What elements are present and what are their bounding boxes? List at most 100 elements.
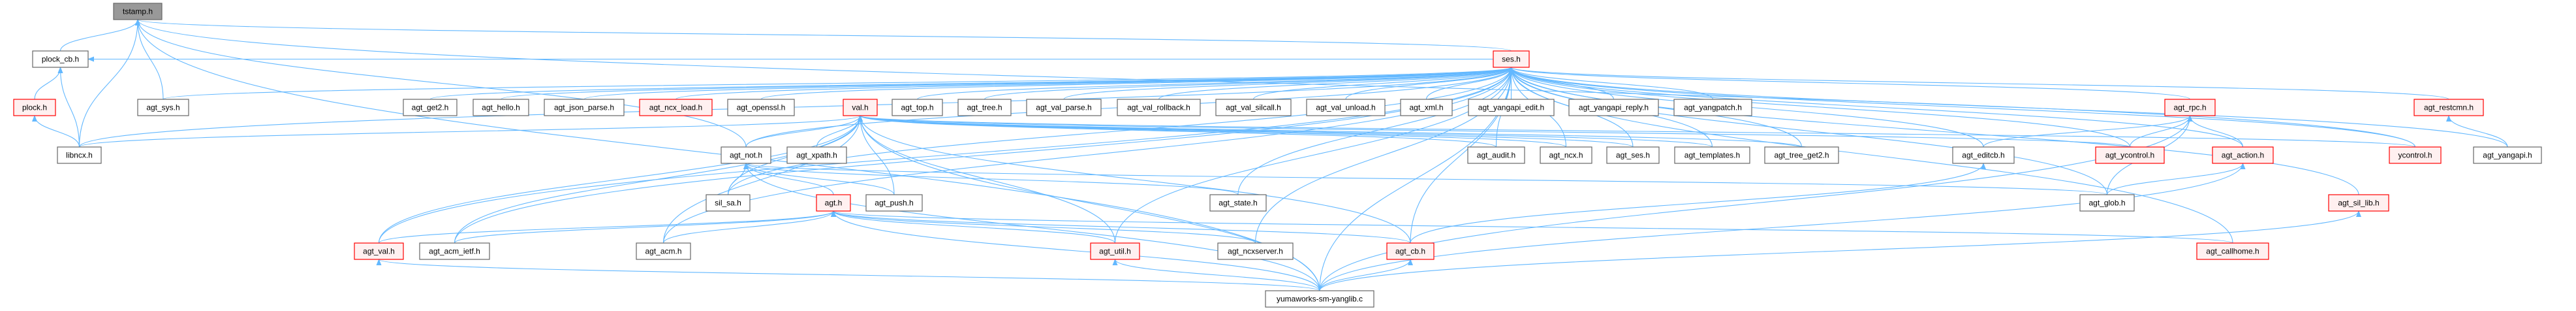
edge-plock-to-plock_cb <box>34 67 63 100</box>
edge-agt_ycontrol-to-ses <box>1508 67 2131 148</box>
node-label: agt_glob.h <box>2088 199 2125 208</box>
edge-agt_push-to-agt_not <box>743 163 895 195</box>
edge-agt_glob-to-agt_action <box>2106 163 2246 195</box>
node-box <box>721 146 771 164</box>
node-agt-ycontrol[interactable]: agt_ycontrol.h <box>2095 146 2165 164</box>
edge-agt_top-to-ses <box>916 67 1514 100</box>
node-box <box>957 99 1012 116</box>
node-libncx[interactable]: libncx.h <box>57 146 102 164</box>
edge-agt_xml-to-ses <box>1425 67 1514 100</box>
edge-agt_tree_get2-to-val <box>858 115 1803 148</box>
node-agt-acm-ietf[interactable]: agt_acm_ietf.h <box>419 242 490 260</box>
edge-libncx-to-tstamp <box>78 19 140 148</box>
node-box <box>13 99 56 116</box>
node-plock-cb[interactable]: plock_cb.h <box>32 50 89 68</box>
node-box <box>1952 146 2015 164</box>
node-agt-state[interactable]: agt_state.h <box>1209 194 1267 212</box>
node-label: agt_json_parse.h <box>554 103 614 112</box>
node-agt-openssl[interactable]: agt_openssl.h <box>727 99 795 116</box>
node-agt-ncxserver[interactable]: agt_ncxserver.h <box>1217 242 1294 260</box>
node-box <box>1306 99 1386 116</box>
node-agt-val-unload[interactable]: agt_val_unload.h <box>1306 99 1386 116</box>
node-agt-callhome[interactable]: agt_callhome.h <box>2196 242 2269 260</box>
node-agt-json-parse[interactable]: agt_json_parse.h <box>544 99 625 116</box>
node-agt-acm[interactable]: agt_acm.h <box>636 242 691 260</box>
node-label: agt_sil_lib.h <box>2338 199 2379 208</box>
node-label: agt_push.h <box>875 199 913 208</box>
node-box <box>1400 99 1453 116</box>
node-label: agt_tree_get2.h <box>1774 151 1829 160</box>
edge-ycontrol-to-ses <box>1508 67 2416 148</box>
node-agt-ncx[interactable]: agt_ncx.h <box>1540 146 1592 164</box>
edge-layer <box>32 19 2508 291</box>
node-agt-hello[interactable]: agt_hello.h <box>473 99 529 116</box>
node-agt-ncx-load[interactable]: agt_ncx_load.h <box>639 99 713 116</box>
node-box <box>1090 242 1140 260</box>
node-agt-audit[interactable]: agt_audit.h <box>1467 146 1525 164</box>
node-label: agt_xml.h <box>1409 103 1443 112</box>
edge-agt_audit-to-val <box>858 115 1497 148</box>
node-agt-glob[interactable]: agt_glob.h <box>2079 194 2135 212</box>
node-label: tstamp.h <box>123 7 153 16</box>
node-agt-yangpatch[interactable]: agt_yangpatch.h <box>1673 99 1752 116</box>
node-sil-sa[interactable]: sil_sa.h <box>706 194 751 212</box>
node-agt-restcmn[interactable]: agt_restcmn.h <box>2413 99 2484 116</box>
node-agt-templates[interactable]: agt_templates.h <box>1674 146 1750 164</box>
node-box <box>2196 242 2269 260</box>
edge-agt_state-to-ses <box>1237 67 1514 195</box>
node-label: agt_yangapi_reply.h <box>1579 103 1649 112</box>
node-agt-val-rollback[interactable]: agt_val_rollback.h <box>1117 99 1201 116</box>
node-box <box>786 146 847 164</box>
edge-agt_push-to-val <box>858 115 895 195</box>
edge-agt_util-to-val <box>858 115 1116 244</box>
edge-agt_ycontrol-to-val <box>858 115 2131 148</box>
node-label: agt_action.h <box>2222 151 2264 160</box>
node-box <box>113 3 163 20</box>
node-agt-val[interactable]: agt_val.h <box>354 242 404 260</box>
node-label: agt_cb.h <box>1395 247 1425 256</box>
edge-agt_cb-to-agt_editcb <box>1410 163 1986 244</box>
edge-agt_ycontrol-to-agt_rpc <box>2129 115 2193 148</box>
node-val[interactable]: val.h <box>843 99 878 116</box>
node-agt-sys[interactable]: agt_sys.h <box>137 99 189 116</box>
node-tstamp[interactable]: tstamp.h <box>113 3 163 20</box>
node-box <box>419 242 490 260</box>
node-agt-val-parse[interactable]: agt_val_parse.h <box>1026 99 1102 116</box>
edge-agt_val_silcall-to-ses <box>1252 67 1514 100</box>
node-box <box>639 99 713 116</box>
node-agt-get2[interactable]: agt_get2.h <box>403 99 458 116</box>
node-agt-xml[interactable]: agt_xml.h <box>1400 99 1453 116</box>
node-box <box>1026 99 1102 116</box>
node-agt-action[interactable]: agt_action.h <box>2212 146 2274 164</box>
node-agt-not[interactable]: agt_not.h <box>721 146 771 164</box>
node-agt-yangapi-reply[interactable]: agt_yangapi_reply.h <box>1568 99 1659 116</box>
node-agt-xpath[interactable]: agt_xpath.h <box>786 146 847 164</box>
edge-agt_cb-to-val <box>858 115 1411 244</box>
node-agt-yangapi[interactable]: agt_yangapi.h <box>2473 146 2542 164</box>
node-agt-rpc[interactable]: agt_rpc.h <box>2164 99 2216 116</box>
node-agt[interactable]: agt.h <box>816 194 851 212</box>
node-agt-val-silcall[interactable]: agt_val_silcall.h <box>1215 99 1292 116</box>
edge-agt_val-to-val <box>378 115 863 244</box>
node-agt-editcb[interactable]: agt_editcb.h <box>1952 146 2015 164</box>
node-agt-top[interactable]: agt_top.h <box>892 99 943 116</box>
node-agt-yangapi-edit[interactable]: agt_yangapi_edit.h <box>1468 99 1555 116</box>
node-plock[interactable]: plock.h <box>13 99 56 116</box>
node-ycontrol[interactable]: ycontrol.h <box>2389 146 2442 164</box>
node-yumaworks[interactable]: yumaworks-sm-yanglib.c <box>1265 290 1374 308</box>
node-agt-ses[interactable]: agt_ses.h <box>1606 146 1660 164</box>
node-box <box>1215 99 1292 116</box>
edge-agt_callhome-to-agt <box>831 210 2233 244</box>
node-agt-sil-lib[interactable]: agt_sil_lib.h <box>2328 194 2389 212</box>
node-ses[interactable]: ses.h <box>1493 50 1530 68</box>
node-agt-tree-get2[interactable]: agt_tree_get2.h <box>1764 146 1839 164</box>
node-box <box>32 50 89 68</box>
edge-agt_glob-to-agt_not <box>743 163 2108 195</box>
node-box <box>1764 146 1839 164</box>
edge-agt_yangapi-to-ses <box>1508 67 2508 148</box>
node-agt-tree[interactable]: agt_tree.h <box>957 99 1012 116</box>
node-agt-util[interactable]: agt_util.h <box>1090 242 1140 260</box>
node-agt-push[interactable]: agt_push.h <box>865 194 923 212</box>
node-agt-cb[interactable]: agt_cb.h <box>1386 242 1435 260</box>
